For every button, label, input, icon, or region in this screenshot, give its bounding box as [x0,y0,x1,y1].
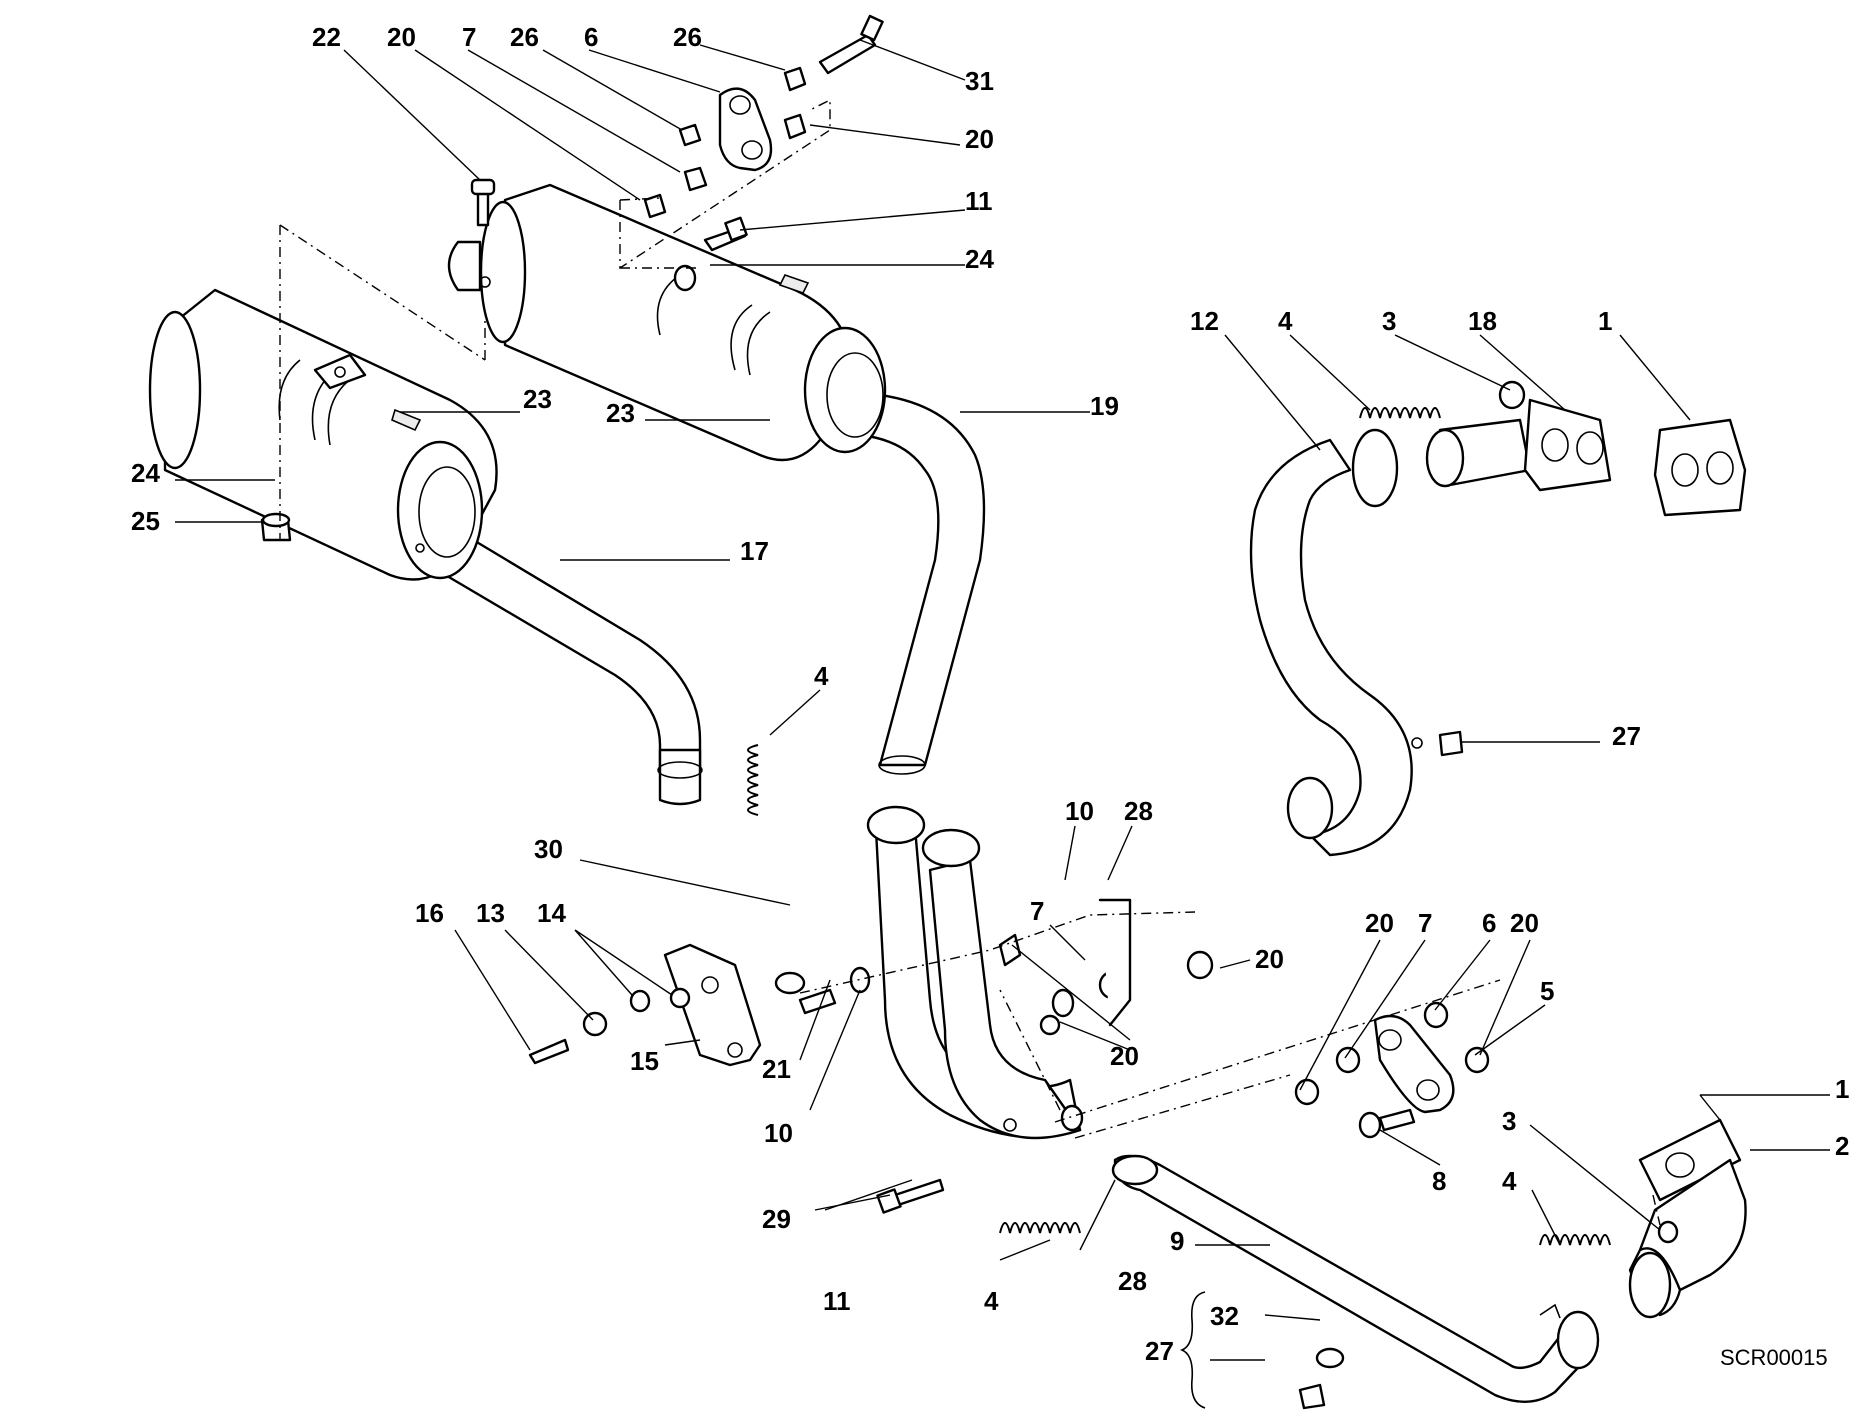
label-4: 4 [814,661,829,691]
assembly-line-top [279,98,831,540]
label-7: 7 [1418,908,1432,938]
part-collector-29 [866,805,1084,1140]
label-24: 24 [965,244,994,274]
label-23: 23 [523,384,552,414]
label-20: 20 [1510,908,1539,938]
label-6: 6 [584,22,598,52]
label-28: 28 [1124,796,1153,826]
label-7: 7 [1030,896,1044,926]
part-heat-shield-15 [528,943,871,1067]
part-flange-18 [1425,380,1612,492]
label-2: 2 [1835,1131,1849,1161]
label-3: 3 [1382,306,1396,336]
label-27: 27 [1145,1336,1174,1366]
label-20: 20 [1110,1041,1139,1071]
label-1: 1 [1598,306,1612,336]
part-spring-4b [1359,407,1441,419]
drawing-code: SCR00015 [1720,1345,1828,1370]
label-20: 20 [1365,908,1394,938]
label-17: 17 [740,536,769,566]
label-20: 20 [965,124,994,154]
label-29: 29 [762,1204,791,1234]
part-spring-4a [747,744,759,816]
label-22: 22 [312,22,341,52]
label-11: 11 [823,1286,851,1316]
label-12: 12 [1190,306,1219,336]
label-9: 9 [1170,1226,1184,1256]
label-1: 1 [1835,1074,1849,1104]
label-11: 11 [965,186,993,216]
part-spring-4d [999,1222,1081,1234]
label-28: 28 [1118,1266,1147,1296]
label-26: 26 [673,22,702,52]
part-manifold-2 [1628,1118,1747,1319]
part-pipe-12 [1249,428,1464,857]
label-21: 21 [762,1054,791,1084]
part-bracket-6-bottom [1294,1001,1490,1139]
label-4: 4 [1502,1166,1517,1196]
part-labels: 22 20 7 26 6 26 31 20 11 24 23 23 19 24 … [131,22,1849,1370]
label-8: 8 [1432,1166,1446,1196]
label-27: 27 [1612,721,1641,751]
label-19: 19 [1090,391,1119,421]
label-15: 15 [630,1046,659,1076]
label-20: 20 [387,22,416,52]
label-18: 18 [1468,306,1497,336]
label-20: 20 [1255,944,1284,974]
label-10: 10 [764,1118,793,1148]
label-5: 5 [1540,976,1554,1006]
label-26: 26 [510,22,539,52]
assembly-line-lower [799,911,1661,1226]
label-4: 4 [984,1286,999,1316]
label-6: 6 [1482,908,1496,938]
leader-lines [175,39,1830,1409]
label-13: 13 [476,898,505,928]
label-24: 24 [131,458,160,488]
label-23: 23 [606,398,635,428]
label-14: 14 [537,898,566,928]
part-pipe-9 [1111,1154,1600,1404]
part-muffler-17 [148,288,703,806]
label-16: 16 [415,898,444,928]
label-7: 7 [462,22,476,52]
fasteners-lower [876,898,1345,1410]
part-spring-4c [1539,1234,1611,1246]
label-10: 10 [1065,796,1094,826]
label-32: 32 [1210,1301,1239,1331]
part-gasket-1-top [1653,418,1747,517]
part-bracket-6-top [718,87,773,172]
part-muffler-19 [447,183,986,775]
label-3: 3 [1502,1106,1516,1136]
label-31: 31 [965,66,994,96]
label-25: 25 [131,506,160,536]
label-30: 30 [534,834,563,864]
label-4: 4 [1278,306,1293,336]
fasteners-top [260,14,884,542]
